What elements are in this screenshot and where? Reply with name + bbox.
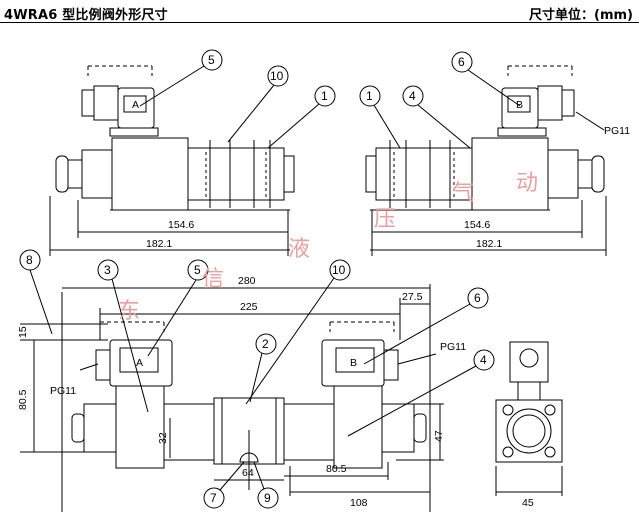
top-left-view: [49, 49, 336, 256]
dim-32: 32: [157, 432, 169, 444]
watermark-char: 气: [452, 181, 474, 206]
pg-label-left: PG11: [50, 385, 76, 397]
balloon-1: 1: [321, 89, 328, 103]
watermark-char: 液: [288, 237, 310, 262]
watermark-char: 压: [374, 207, 396, 232]
header-rule: [0, 22, 639, 23]
watermark-char: 动: [516, 171, 538, 196]
pg-label-right: PG11: [440, 341, 466, 353]
balloon-10: 10: [270, 69, 284, 83]
coil-letter-b: B: [516, 99, 523, 111]
balloon-7: 7: [210, 491, 217, 505]
dim-154-6-left: 154.6: [168, 219, 194, 231]
dim-64: 64: [242, 467, 254, 479]
dim-280: 280: [238, 275, 256, 287]
dim-15: 15: [17, 326, 29, 338]
balloon-5: 5: [208, 53, 215, 67]
front-view: [19, 249, 495, 512]
dim-182-1-right: 182.1: [476, 238, 502, 250]
coil-letter-b-front: B: [350, 357, 357, 369]
dim-154-6-right: 154.6: [464, 219, 490, 231]
watermark: 东 信 液 压 气 动: [118, 171, 538, 324]
balloon-10-front: 10: [332, 263, 346, 277]
dim-45: 45: [522, 497, 534, 509]
watermark-char: 信: [202, 267, 224, 292]
balloon-9: 9: [264, 491, 271, 505]
unit-label: 尺寸单位：(mm): [529, 8, 633, 23]
watermark-char: 东: [118, 299, 140, 324]
dim-80-5-horizontal: 80.5: [326, 463, 347, 475]
balloon-8: 8: [26, 253, 33, 267]
dim-108: 108: [350, 497, 368, 509]
coil-letter-a-front: A: [136, 357, 143, 369]
page-title: 4WRA6 型比例阀外形尺寸: [4, 8, 168, 23]
balloon-4: 4: [409, 89, 416, 103]
dim-80-5-vertical: 80.5: [17, 389, 29, 410]
balloon-3: 3: [104, 263, 111, 277]
dim-225: 225: [240, 301, 258, 313]
pg-label-top: PG11: [604, 125, 630, 137]
balloon-5-front: 5: [194, 263, 201, 277]
balloon-2: 2: [262, 337, 269, 351]
top-right-view: [359, 51, 607, 256]
balloon-6: 6: [458, 55, 465, 69]
side-view: [495, 341, 563, 496]
dim-182-1-left: 182.1: [146, 238, 172, 250]
header-bar: 4WRA6 型比例阀外形尺寸 尺寸单位：(mm): [0, 0, 639, 24]
balloon-1-right: 1: [366, 89, 373, 103]
coil-letter-a: A: [132, 99, 139, 111]
dim-47: 47: [433, 430, 445, 442]
balloon-6-front: 6: [474, 291, 481, 305]
balloon-4-front: 4: [480, 353, 487, 367]
dim-27-5: 27.5: [402, 291, 423, 303]
